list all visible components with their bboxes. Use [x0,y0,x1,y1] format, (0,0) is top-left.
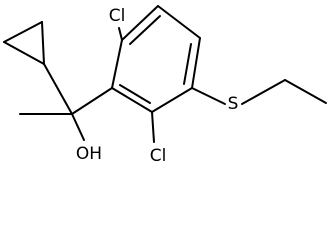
bond-ring-double-3 [119,84,151,104]
substituents [118,27,327,143]
bond-center-to-oh [71,113,85,141]
bond-ring-double-1 [129,15,161,45]
bond-ring-6 [111,87,153,113]
atom-cl-top: Cl [109,6,126,26]
bond-cp-3 [3,41,45,65]
bond-center-to-ring [71,87,113,115]
bond-ring-to-s [191,87,226,105]
bond-ring-4 [191,37,201,89]
bond-ch2-to-ch3 [284,79,327,104]
structure-canvas: Cl Cl S OH [3,5,327,166]
cyclopropyl-group [3,21,45,65]
bond-ring-2 [121,5,159,41]
atom-cl-bottom: Cl [150,146,167,166]
atom-hydroxyl: OH [76,144,102,164]
bond-ring-to-cl-top [118,27,123,41]
bond-cp-2 [41,21,45,65]
molecule-diagram: Cl Cl S OH [3,5,327,166]
bond-ring-1 [111,39,123,89]
benzene-ring [111,5,201,113]
atom-sulfur: S [228,94,239,114]
bond-ring-3 [157,5,201,39]
bond-cp-1 [3,21,43,43]
bond-cp-to-center [43,63,73,115]
carbinol-center [19,63,113,141]
bond-ring-to-cl-bottom [151,111,155,143]
bond-ring-double-2 [183,43,192,85]
bond-s-to-ch2 [241,79,286,105]
bond-ring-5 [151,87,193,113]
